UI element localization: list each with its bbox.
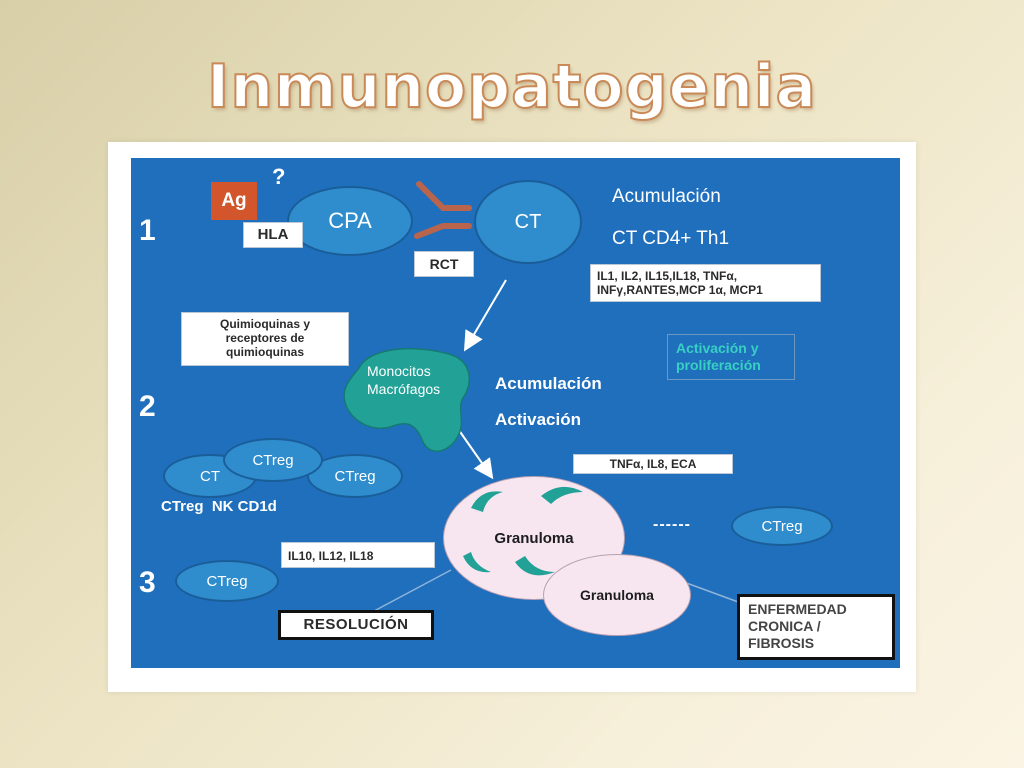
rct-label: RCT bbox=[429, 256, 459, 272]
question-mark: ? bbox=[272, 164, 286, 189]
hla-label: HLA bbox=[257, 226, 289, 243]
arrow-monocytes-to-granuloma bbox=[455, 425, 494, 480]
ctreg-nk-label: CTreg NK CD1d bbox=[161, 498, 277, 515]
quimio-line3: quimioquinas bbox=[226, 345, 304, 359]
ctreg-cell-right: CTreg bbox=[307, 454, 403, 498]
ctreg-top-label: CTreg bbox=[252, 451, 294, 469]
enfermedad-line1: ENFERMEDAD bbox=[748, 601, 847, 617]
cytokines-1-line2: INFγ,RANTES,MCP 1α, MCP1 bbox=[597, 283, 763, 297]
ctreg-right-label: CTreg bbox=[334, 467, 376, 485]
stage-number-3: 3 bbox=[139, 566, 156, 599]
ctreg-cell-top: CTreg bbox=[223, 438, 323, 482]
quimio-line2: receptores de bbox=[225, 331, 305, 345]
ct-top-label: CT bbox=[514, 210, 542, 233]
ag-label: Ag bbox=[221, 190, 247, 211]
granuloma-small: Granuloma bbox=[543, 554, 691, 636]
monocitos-label: Monocitos Macrófagos bbox=[367, 362, 440, 398]
ag-box: Ag bbox=[211, 182, 257, 220]
cytokines-box-2: TNFα, IL8, ECA bbox=[573, 454, 733, 474]
receptor-lower-arm bbox=[414, 223, 472, 239]
resolucion-label: RESOLUCIÓN bbox=[303, 616, 409, 633]
monocitos-line1: Monocitos bbox=[367, 363, 431, 379]
resolucion-box: RESOLUCIÓN bbox=[278, 610, 434, 640]
granuloma-2-label: Granuloma bbox=[580, 587, 654, 603]
activacion-label: Activación bbox=[495, 410, 581, 429]
dashed-connector: ------ bbox=[653, 516, 691, 533]
cytokines-1-line1: IL1, IL2, IL15,IL18, TNFα, bbox=[597, 269, 738, 283]
enfermedad-box: ENFERMEDAD CRONICA / FIBROSIS bbox=[737, 594, 895, 660]
ctreg-far-label: CTreg bbox=[761, 517, 803, 535]
activacion-proliferacion-box: Activación y proliferación bbox=[667, 334, 795, 380]
ctreg-cell-far: CTreg bbox=[731, 506, 833, 546]
quimio-line1: Quimioquinas y bbox=[219, 317, 310, 331]
stage-number-2: 2 bbox=[139, 390, 156, 423]
granuloma-1-label: Granuloma bbox=[494, 529, 574, 547]
enfermedad-line3: FIBROSIS bbox=[748, 635, 815, 651]
ct-cell-top: CT bbox=[474, 180, 582, 264]
enfermedad-line2: CRONICA / bbox=[748, 618, 821, 634]
rct-label-box: RCT bbox=[414, 251, 474, 277]
ctreg-3-label: CTreg bbox=[206, 572, 248, 590]
ct-mid-label: CT bbox=[200, 467, 220, 485]
cytokines-box-3: IL10, IL12, IL18 bbox=[281, 542, 435, 568]
cytokines-box-1: IL1, IL2, IL15,IL18, TNFα, INFγ,RANTES,M… bbox=[590, 264, 821, 302]
cpa-cell: CPA bbox=[287, 186, 413, 256]
stage-number-1: 1 bbox=[139, 214, 156, 247]
arrow-ct-to-monocytes bbox=[463, 279, 507, 352]
acumulacion-label-1: Acumulación bbox=[612, 186, 721, 207]
cpa-label: CPA bbox=[328, 208, 372, 233]
receptor-upper-arm bbox=[416, 181, 472, 211]
activacion-prolif-line2: proliferación bbox=[676, 357, 761, 373]
quimioquinas-box: Quimioquinas y receptores de quimioquina… bbox=[181, 312, 349, 366]
hla-label-box: HLA bbox=[243, 222, 303, 248]
granuloma-crescents bbox=[463, 486, 583, 576]
diagram-panel: 1 2 3 CPA Ag ? HLA CT RCT Acumulación CT… bbox=[131, 158, 900, 668]
ctreg-cell-3: CTreg bbox=[175, 560, 279, 602]
cytokines-3-label: IL10, IL12, IL18 bbox=[288, 549, 374, 563]
slide-title: Inmunopatogenia bbox=[206, 51, 817, 123]
monocyte-shape bbox=[343, 347, 470, 452]
monocitos-line2: Macrófagos bbox=[367, 381, 441, 397]
acumulacion-label-2: Acumulación bbox=[495, 374, 602, 393]
activacion-prolif-line1: Activación y bbox=[676, 340, 759, 356]
cytokines-2-label: TNFα, IL8, ECA bbox=[609, 457, 697, 471]
ct-cd4-th1-label: CT CD4+ Th1 bbox=[612, 228, 730, 249]
